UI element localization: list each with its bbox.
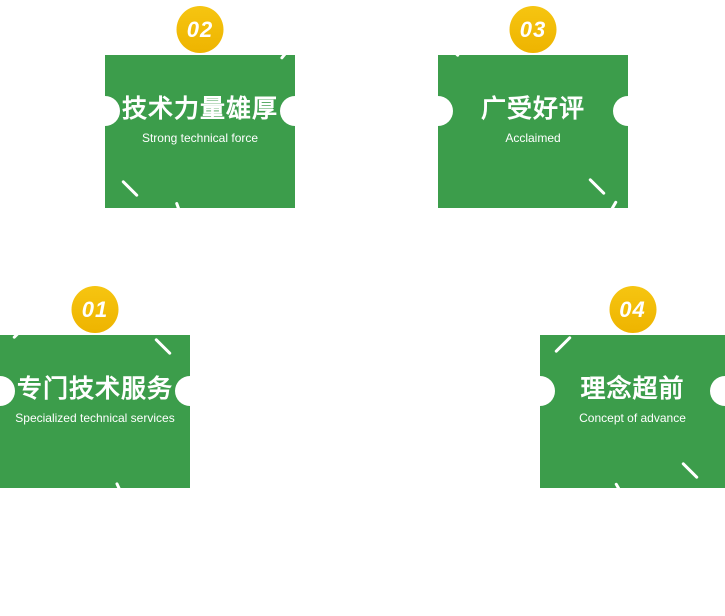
card-text: 技术力量雄厚 Strong technical force [105,55,295,145]
badge-number: 03 [519,16,547,42]
number-badge: 01 [71,286,119,333]
number-badge: 02 [176,6,224,53]
sparkle-line [121,179,139,198]
feature-subtitle: Concept of advance [579,411,686,425]
feature-title: 专门技术服务 [16,375,173,403]
feature-title: 广受好评 [480,95,585,123]
left-notch [525,376,555,406]
badge-number: 01 [81,296,109,322]
right-notch [710,376,725,406]
card-text: 理念超前 Concept of advance [540,335,725,425]
number-badge: 04 [609,286,656,333]
right-notch [613,96,643,126]
sparkle-line [604,200,618,221]
sparkle-line [174,201,186,224]
sparkle-line [614,482,629,503]
feature-card-specialized-technical-services: 01 专门技术服务 Specialized technical services [0,286,205,504]
card-text: 广受好评 Acclaimed [438,55,628,145]
feature-card-concept-of-advance: 04 理念超前 Concept of advance [525,286,725,503]
badge-number: 02 [186,16,214,42]
sparkle-line [681,461,699,480]
feature-card-acclaimed: 03 广受好评 Acclaimed [423,6,643,221]
feature-subtitle: Specialized technical services [15,411,175,425]
feature-card-strong-technical-force: 02 技术力量雄厚 Strong technical force [90,6,310,224]
feature-subtitle: Strong technical force [141,131,259,145]
left-notch [0,376,15,406]
right-notch [280,96,310,126]
card-text: 专门技术服务 Specialized technical services [0,335,190,425]
feature-title: 理念超前 [580,375,685,403]
sparkle-line [588,177,606,196]
number-badge: 03 [509,6,557,53]
feature-title: 技术力量雄厚 [121,95,278,123]
left-notch [423,96,453,126]
sparkle-line [115,481,128,504]
badge-number: 04 [619,296,646,322]
right-notch [175,376,205,406]
left-notch [90,96,120,126]
feature-subtitle: Acclaimed [505,131,561,145]
